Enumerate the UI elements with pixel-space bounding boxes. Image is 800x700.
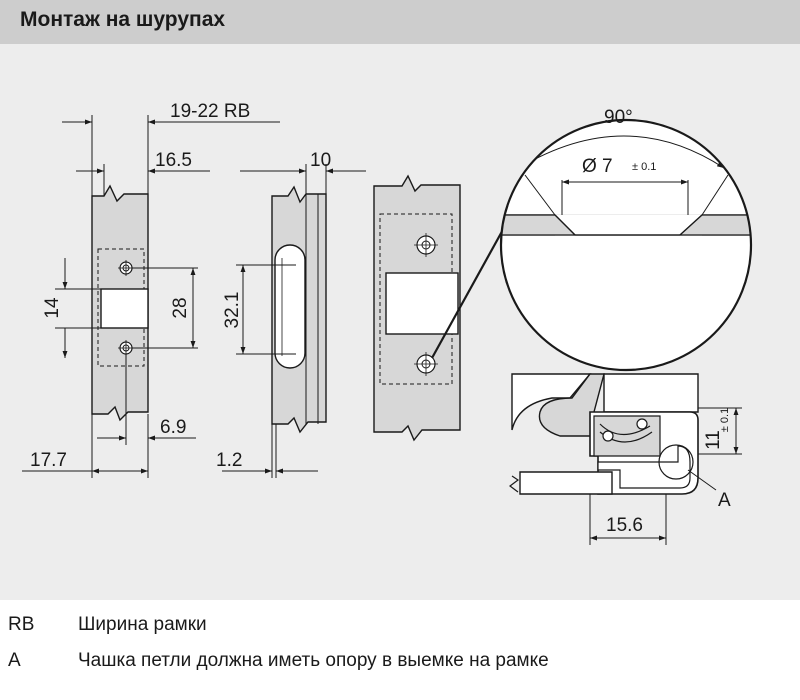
section-dimension-lines [589,407,742,545]
legend-text: Ширина рамки [78,614,207,635]
detail-circle [499,118,753,372]
plate-view [373,174,506,442]
dim-10: 10 [310,150,331,171]
side-view-plate [271,185,327,434]
dim-15-6: 15.6 [606,515,643,536]
dim-diameter-tol: ± 0.1 [632,161,656,173]
dim-16-5: 16.5 [155,150,192,171]
technical-drawing: 19-22 RB 16.5 14 28 6.9 17.7 10 32.1 1.2 [22,101,753,545]
fig1-dimension-lines [22,115,280,478]
dim-frame-width: 19-22 RB [170,101,250,122]
page-title: Монтаж на шурупах [20,8,226,31]
legend-key: RB [8,614,35,635]
legend: RB Ширина рамки A Чашка петли должна име… [0,600,800,700]
label-a: A [718,490,731,511]
dim-6-9: 6.9 [160,417,186,438]
dim-14: 14 [42,297,63,319]
header-bar: Монтаж на шурупах [0,0,800,44]
legend-text: Чашка петли должна иметь опору в выемке … [78,650,549,671]
dim-diameter: Ø 7 [582,156,613,177]
fig2-dimension-lines [222,164,366,478]
dim-1-2: 1.2 [216,450,242,471]
section-detail [509,373,717,495]
dim-11: 11 [703,430,724,450]
dim-17-7: 17.7 [30,450,67,471]
front-view-plate [91,184,149,422]
dim-angle: 90° [604,107,633,128]
dim-28: 28 [170,297,191,318]
dim-11-tol: ± 0.1 [719,408,731,432]
legend-key: A [8,650,21,671]
dim-32-1: 32.1 [222,292,243,329]
